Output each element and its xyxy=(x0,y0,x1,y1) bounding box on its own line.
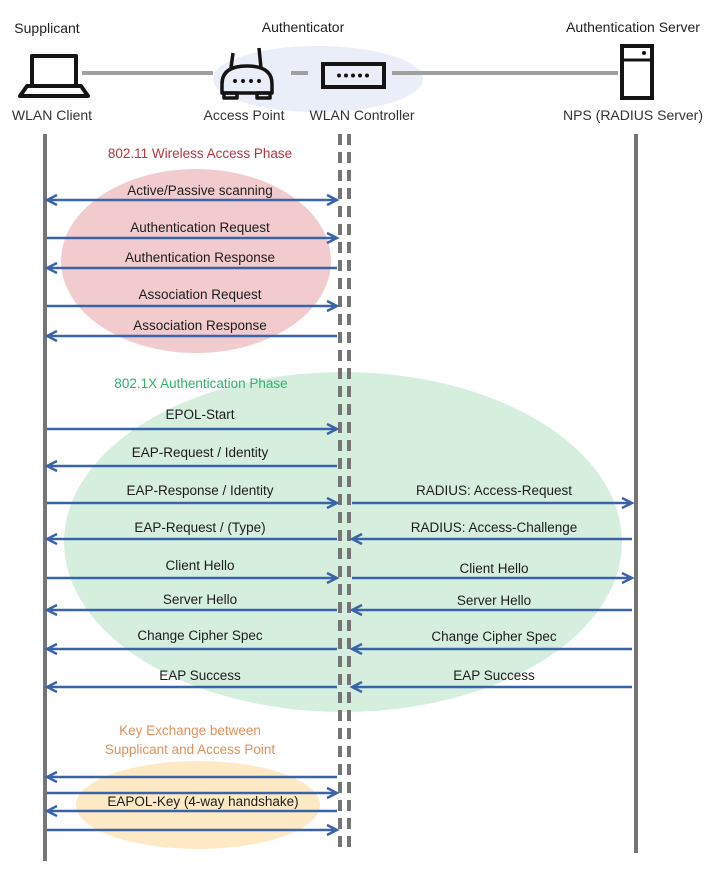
message-arrow xyxy=(349,603,632,617)
message-arrow xyxy=(349,642,632,656)
message-arrow xyxy=(352,571,635,585)
wlan-controller-icon xyxy=(321,62,386,89)
message-arrows xyxy=(44,193,635,837)
phase2-ellipse xyxy=(64,372,622,712)
access-point-icon xyxy=(220,47,274,100)
message-arrow xyxy=(44,770,337,784)
message-arrow xyxy=(44,680,337,694)
message-arrow xyxy=(47,299,340,313)
role-label-authenticator: Authenticator xyxy=(261,19,345,35)
message-label: Active/Passive scanning xyxy=(127,183,273,198)
message-label: Authentication Response xyxy=(124,250,276,265)
message-arrow xyxy=(352,496,635,510)
phase3-ellipse xyxy=(76,761,320,849)
message-label: Association Request xyxy=(138,287,262,302)
authenticator-halo-ellipse xyxy=(213,46,423,112)
message-arrow xyxy=(44,642,337,656)
message-label: Server Hello xyxy=(162,592,238,607)
message-label: EAP Success xyxy=(453,668,535,683)
message-label: Association Response xyxy=(133,318,267,333)
message-label: EAP-Response / Identity xyxy=(126,483,274,498)
message-arrow xyxy=(47,422,340,436)
message-label: EAPOL-Key (4-way handshake) xyxy=(107,794,299,809)
phase1-title: 802.11 Wireless Access Phase xyxy=(107,146,293,161)
device-label-wlan-controller: WLAN Controller xyxy=(309,107,415,123)
device-label-access-point: Access Point xyxy=(203,107,285,123)
lifelines xyxy=(43,134,638,861)
message-label: RADIUS: Access-Challenge xyxy=(410,520,578,535)
message-label: RADIUS: Access-Request xyxy=(415,483,573,498)
message-label: Change Cipher Spec xyxy=(137,628,263,643)
message-label: Client Hello xyxy=(459,561,529,576)
message-arrow xyxy=(47,496,340,510)
message-arrow xyxy=(44,261,337,275)
message-label: EAP-Request / Identity xyxy=(131,445,269,460)
message-label: EAP-Request / (Type) xyxy=(134,520,266,535)
device-label-nps-radius: NPS (RADIUS Server) xyxy=(562,107,704,123)
message-arrow xyxy=(44,804,337,818)
message-label: Authentication Request xyxy=(130,220,270,235)
device-label-wlan-client: WLAN Client xyxy=(11,107,93,123)
message-arrow xyxy=(44,532,337,546)
phase2-title: 802.1X Authentication Phase xyxy=(114,376,288,391)
phase3-title-line1: Key Exchange between xyxy=(119,723,261,738)
message-arrow xyxy=(44,329,337,343)
message-arrow xyxy=(44,603,337,617)
message-arrow xyxy=(47,823,340,837)
message-label: Client Hello xyxy=(165,558,235,573)
message-label: Server Hello xyxy=(456,593,532,608)
message-arrow xyxy=(349,680,632,694)
message-arrow xyxy=(47,571,340,585)
role-label-authentication-server: Authentication Server xyxy=(566,19,700,35)
message-label: EPOL-Start xyxy=(165,407,235,422)
phase3-title: Key Exchange between Supplicant and Acce… xyxy=(105,721,275,759)
message-arrow xyxy=(44,193,340,207)
role-label-supplicant: Supplicant xyxy=(14,20,80,36)
message-label: Change Cipher Spec xyxy=(431,629,557,644)
message-arrow xyxy=(47,786,340,800)
message-label: EAP Success xyxy=(159,668,241,683)
phase3-title-line2: Supplicant and Access Point xyxy=(104,742,276,757)
server-icon xyxy=(620,44,654,100)
message-arrow xyxy=(44,459,337,473)
laptop-icon xyxy=(18,54,90,98)
message-arrow xyxy=(349,532,632,546)
message-arrow xyxy=(47,231,340,245)
